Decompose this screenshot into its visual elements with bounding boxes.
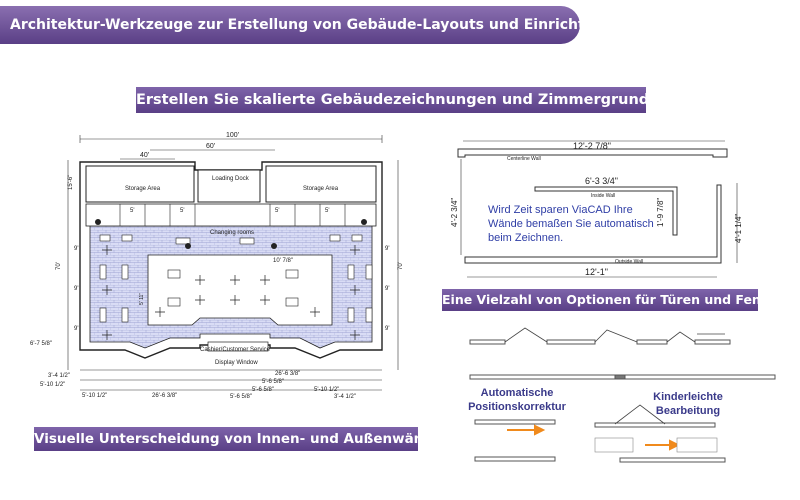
- wall-dim-left: 4'-2 3/4": [450, 198, 459, 227]
- dim-5b: 5': [180, 208, 184, 214]
- dim-5-10-c: 5'-10 1/2": [314, 387, 339, 393]
- dim-5-11: 5' 11": [139, 293, 145, 305]
- wall-diagram: 12'-2 7/8" Centerline Wall 6'-3 3/4" Ins…: [450, 140, 743, 278]
- dim-3-4-a: 3'-4 1/2": [48, 373, 70, 379]
- dim-5a: 5': [130, 208, 134, 214]
- page-title: Architektur-Werkzeuge zur Erstellung von…: [0, 6, 677, 44]
- wall-dim-inner: 6'-3 3/4": [585, 176, 618, 186]
- section-title-doors-windows: Eine Vielzahl von Optionen für Türen und…: [442, 289, 789, 311]
- dim-9c: 9': [74, 326, 78, 332]
- floor-plan: 100' 60' 40' 15'-6" 70' 70' Storage Area…: [30, 132, 404, 400]
- door-window-examples: [469, 327, 776, 463]
- dim-5-10-a: 5'-10 1/2": [40, 382, 65, 388]
- inside-label: Inside Wall: [591, 193, 615, 199]
- dim-26-6: 26'-6 3/8": [275, 371, 300, 377]
- dim-70-left: 70': [56, 262, 62, 270]
- dim-15-6: 15'-6": [68, 175, 74, 190]
- section-title-wall-distinction: Visuelle Unterscheidung von Innen- und A…: [34, 427, 452, 451]
- wall-dim-top: 12'-2 7/8": [573, 141, 611, 151]
- dim-60: 60': [206, 143, 215, 150]
- wall-dim-right: 4'-1 1/4": [734, 214, 743, 243]
- dim-5c: 5': [275, 208, 279, 214]
- wall-dim-bottom: 12'-1": [585, 267, 608, 277]
- auto-dimension-note: Wird Zeit sparen ViaCAD Ihre Wände bemaß…: [488, 204, 654, 244]
- dim-10-7: 10' 7/8": [273, 258, 293, 264]
- dim-9b: 9': [74, 286, 78, 292]
- display-window-label: Display Window: [215, 360, 258, 366]
- dim-5-6-c: 5'-6 5/8": [230, 394, 252, 400]
- dim-9a: 9': [74, 246, 78, 252]
- section-title-scaled-drawings: Erstellen Sie skalierte Gebäudezeichnung…: [136, 87, 688, 113]
- dim-100: 100': [226, 132, 239, 139]
- dim-5-6-b: 5'-6 5/8": [252, 387, 274, 393]
- loading-dock-label: Loading Dock: [212, 176, 250, 182]
- dim-5-10-b: 5'-10 1/2": [82, 393, 107, 399]
- outside-label: Outside Wall: [615, 259, 643, 265]
- auto-correction-label: Automatische Positionskorrektur: [468, 387, 566, 413]
- cashier-label: Cashier/Customer Service: [200, 347, 271, 353]
- centerline-label: Centerline Wall: [507, 156, 541, 162]
- dim-6-7: 6'-7 5/8": [30, 341, 52, 347]
- dim-40: 40': [140, 152, 149, 159]
- easy-editing-label: Kinderleichte Bearbeitung: [653, 391, 723, 417]
- dim-9d: 9': [385, 246, 389, 252]
- dim-5-6-a: 5'-6 5/8": [262, 379, 284, 385]
- dim-3-4-b: 3'-4 1/2": [334, 394, 356, 400]
- dim-70-right: 70': [398, 262, 404, 270]
- storage-left-label: Storage Area: [125, 186, 161, 192]
- dim-26-6-b: 26'-6 3/8": [152, 393, 177, 399]
- dim-9e: 9': [385, 286, 389, 292]
- wall-dim-inner-v: 1'-9 7/8": [656, 198, 665, 227]
- dim-5d: 5': [325, 208, 329, 214]
- storage-right-label: Storage Area: [303, 186, 339, 192]
- dim-9f: 9': [385, 326, 389, 332]
- changing-rooms-label: Changing rooms: [210, 230, 254, 236]
